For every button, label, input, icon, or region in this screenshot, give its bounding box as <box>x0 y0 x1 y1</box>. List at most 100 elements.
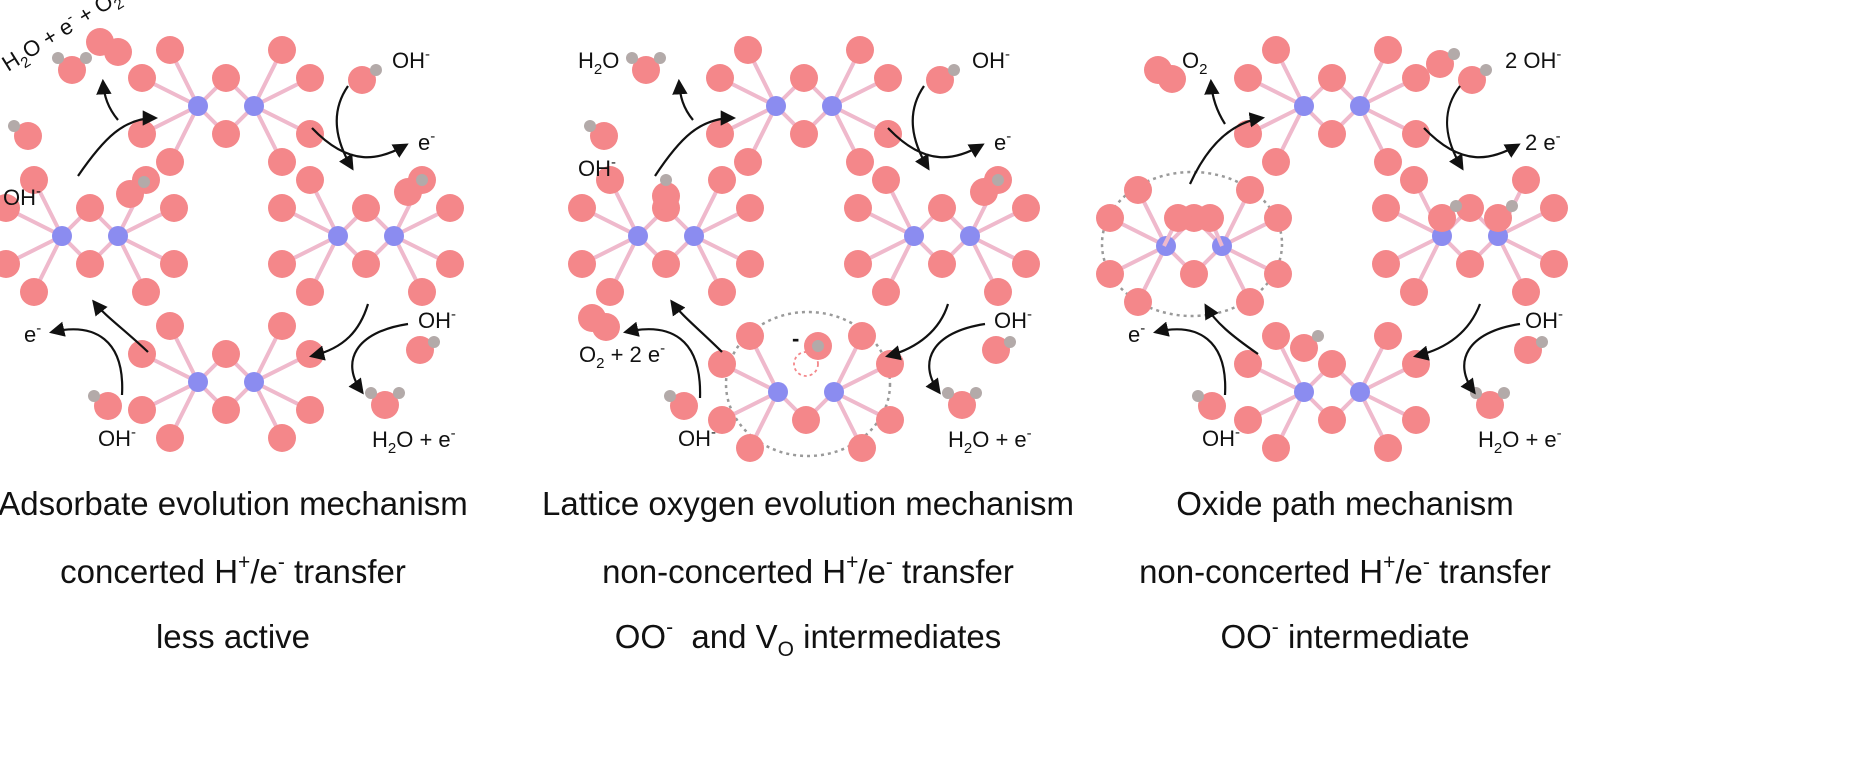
oh-oxygen <box>652 182 680 210</box>
hydrogen-atom <box>1480 64 1492 76</box>
arrow-p1-bottom-left <box>92 299 149 353</box>
oxygen-atom <box>352 250 380 278</box>
oxygen-atom <box>1400 166 1428 194</box>
dimer-octahedra <box>708 322 904 462</box>
p3-label-bottom-right-products: H2O + e- <box>1478 425 1562 457</box>
arrow-p1-bottom-left-e <box>48 321 124 396</box>
p2-label-bottom-left-products: O2 + 2 e- <box>579 340 665 372</box>
oxygen-atom <box>1456 250 1484 278</box>
p1-label-bottom-left-e: e- <box>24 320 41 347</box>
oxygen-atom <box>1540 250 1568 278</box>
water-oxygen <box>948 391 976 419</box>
oxygen-atom <box>160 194 188 222</box>
arrow-p1-top-left-release <box>96 78 119 121</box>
arrow-p2-bottom-left <box>670 299 723 353</box>
oxygen-atom <box>984 278 1012 306</box>
oxygen-atom <box>296 166 324 194</box>
metal-atom <box>384 226 404 246</box>
water-oxygen <box>58 56 86 84</box>
oxygen-atom <box>844 250 872 278</box>
oxygen-atom <box>1124 176 1152 204</box>
oxygen-atom <box>1236 176 1264 204</box>
oxygen-atom <box>128 64 156 92</box>
hydrogen-atom <box>138 176 150 188</box>
highlight-ellipse <box>1100 170 1284 318</box>
p1-activity: less active <box>156 618 310 655</box>
oxygen-atom <box>1234 64 1262 92</box>
dimer-octahedra <box>268 166 464 306</box>
oxygen-atom <box>736 322 764 350</box>
p1-label-left-oh: OH- <box>3 183 41 210</box>
oh-oxygen <box>1198 392 1226 420</box>
oxygen-atom <box>706 120 734 148</box>
oxygen-atom <box>296 396 324 424</box>
oxygen-atom <box>848 434 876 462</box>
oxygen-atom <box>1372 250 1400 278</box>
oh-oxygen <box>94 392 122 420</box>
oxygen-atom <box>1400 278 1428 306</box>
o2-oxygen <box>592 313 620 341</box>
oxygen-atom <box>156 148 184 176</box>
oxygen-atom <box>1012 250 1040 278</box>
oxygen-atom <box>128 120 156 148</box>
oxygen-atom <box>652 250 680 278</box>
p1-title: Adsorbate evolution mechanism <box>0 485 468 522</box>
oxygen-atom <box>1540 194 1568 222</box>
species-labels: H2O + e- + O2 OH- OH- e- OH- H2O + e- OH… <box>0 0 1563 457</box>
metal-atom <box>628 226 648 246</box>
oxygen-atom <box>212 120 240 148</box>
metal-atom <box>904 226 924 246</box>
oxygen-atom <box>296 278 324 306</box>
oxygen-atom <box>156 312 184 340</box>
oxygen-atom <box>20 166 48 194</box>
molecule-structures <box>0 28 1568 462</box>
oxygen-atom <box>1318 64 1346 92</box>
oxygen-atom <box>872 278 900 306</box>
dimer-octahedra <box>0 166 188 306</box>
oxygen-atom <box>792 406 820 434</box>
oxygen-atom <box>156 36 184 64</box>
oxygen-atom <box>1374 434 1402 462</box>
dimer-octahedra <box>1372 166 1568 306</box>
highlight-ellipse <box>724 310 892 458</box>
hydrogen-atom <box>1448 48 1460 60</box>
oxygen-atom <box>874 120 902 148</box>
arrow-p3-top-right-e <box>1423 127 1521 159</box>
dimer-octahedra <box>1234 36 1430 176</box>
p3-label-top-right-e: 2 e- <box>1525 128 1561 155</box>
p3-title: Oxide path mechanism <box>1176 485 1514 522</box>
metal-atom <box>244 96 264 116</box>
arrow-p3-top-left-release <box>1204 78 1226 125</box>
oxygen-atom <box>848 322 876 350</box>
oxygen-atom <box>596 166 624 194</box>
hydrogen-atom <box>8 120 20 132</box>
hydrogen-atom <box>992 174 1004 186</box>
oh-oxygen <box>970 178 998 206</box>
hydrogen-atom <box>416 174 428 186</box>
p2-label-bottom-oh: OH- <box>678 424 716 451</box>
metal-atom <box>1294 96 1314 116</box>
hydrogen-atom <box>660 174 672 186</box>
oxygen-atom <box>0 194 20 222</box>
oxygen-atom <box>1234 350 1262 378</box>
dimer-octahedra <box>844 166 1040 306</box>
panel-captions: Adsorbate evolution mechanism concerted … <box>0 485 1551 661</box>
reaction-arrows <box>48 78 1521 399</box>
hydrogen-atom <box>948 64 960 76</box>
metal-atom <box>766 96 786 116</box>
metal-atom <box>822 96 842 116</box>
p2-label-superoxide-minus: - <box>792 326 799 351</box>
oh-oxygen <box>116 180 144 208</box>
oxygen-atom <box>212 340 240 368</box>
oxygen-atom <box>1262 36 1290 64</box>
hydrogen-atom <box>812 340 824 352</box>
oxygen-atom <box>268 148 296 176</box>
metal-atom <box>960 226 980 246</box>
oxygen-atom <box>736 194 764 222</box>
oxygen-atom <box>928 194 956 222</box>
o2-oxygen <box>1158 65 1186 93</box>
metal-atom <box>188 96 208 116</box>
oxygen-atom <box>734 36 762 64</box>
oxygen-atom <box>296 120 324 148</box>
oh-oxygen <box>14 122 42 150</box>
